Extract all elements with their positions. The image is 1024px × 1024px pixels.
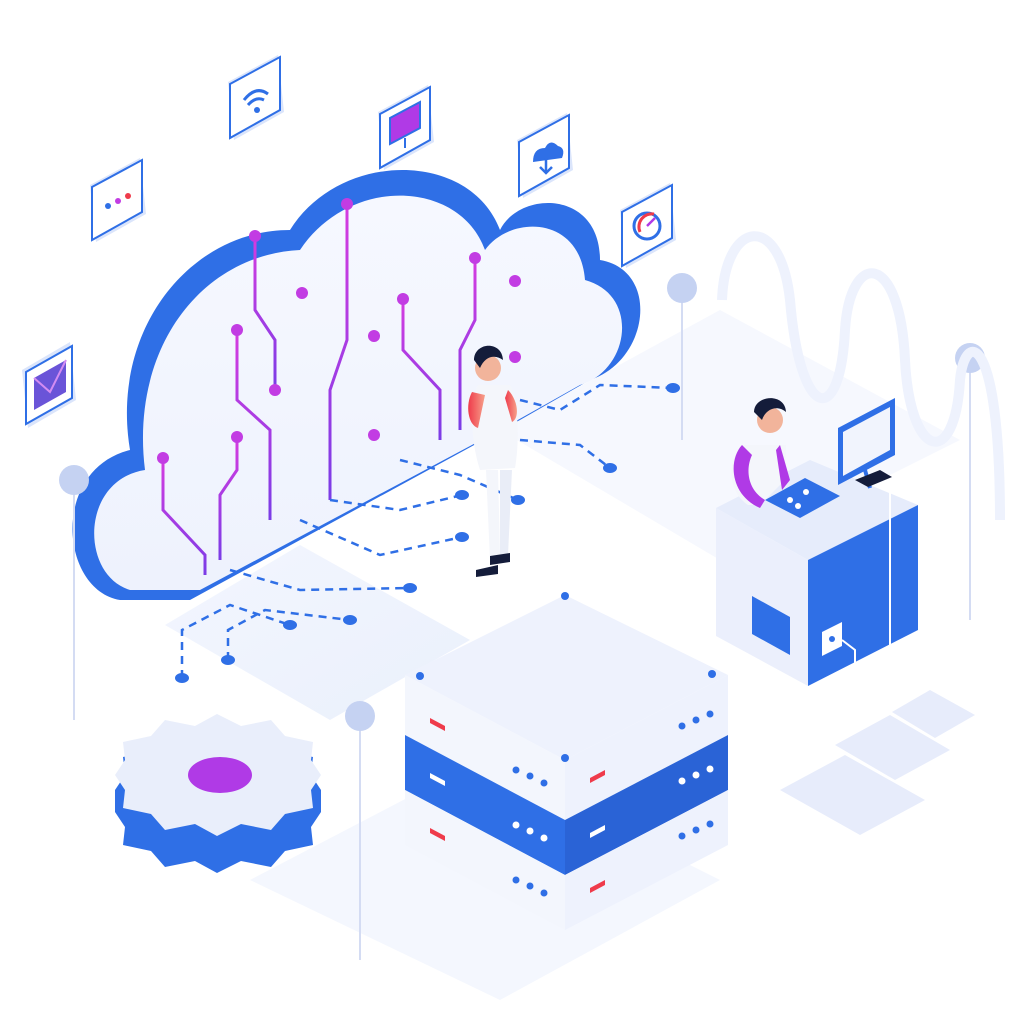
cloud-download-icon [517,113,573,198]
gear-icon [115,714,321,873]
connection-nodes [175,383,680,683]
email-icon [22,342,76,428]
keyboard [765,478,840,518]
server-stack [405,595,728,930]
cloud [72,170,641,600]
speedometer-icon [620,183,676,268]
dashed-connections [180,383,674,678]
dots-menu-icon [90,158,146,242]
circuit-nodes [157,198,521,464]
wave-ribbon [717,231,1005,521]
server-lights [416,592,716,897]
wifi-icon [228,55,284,140]
monitor-icon [378,85,434,170]
desk-man [731,398,790,508]
cloud-circuit-lines [161,204,517,575]
standing-man [468,345,518,577]
desk-monitor [838,398,895,489]
